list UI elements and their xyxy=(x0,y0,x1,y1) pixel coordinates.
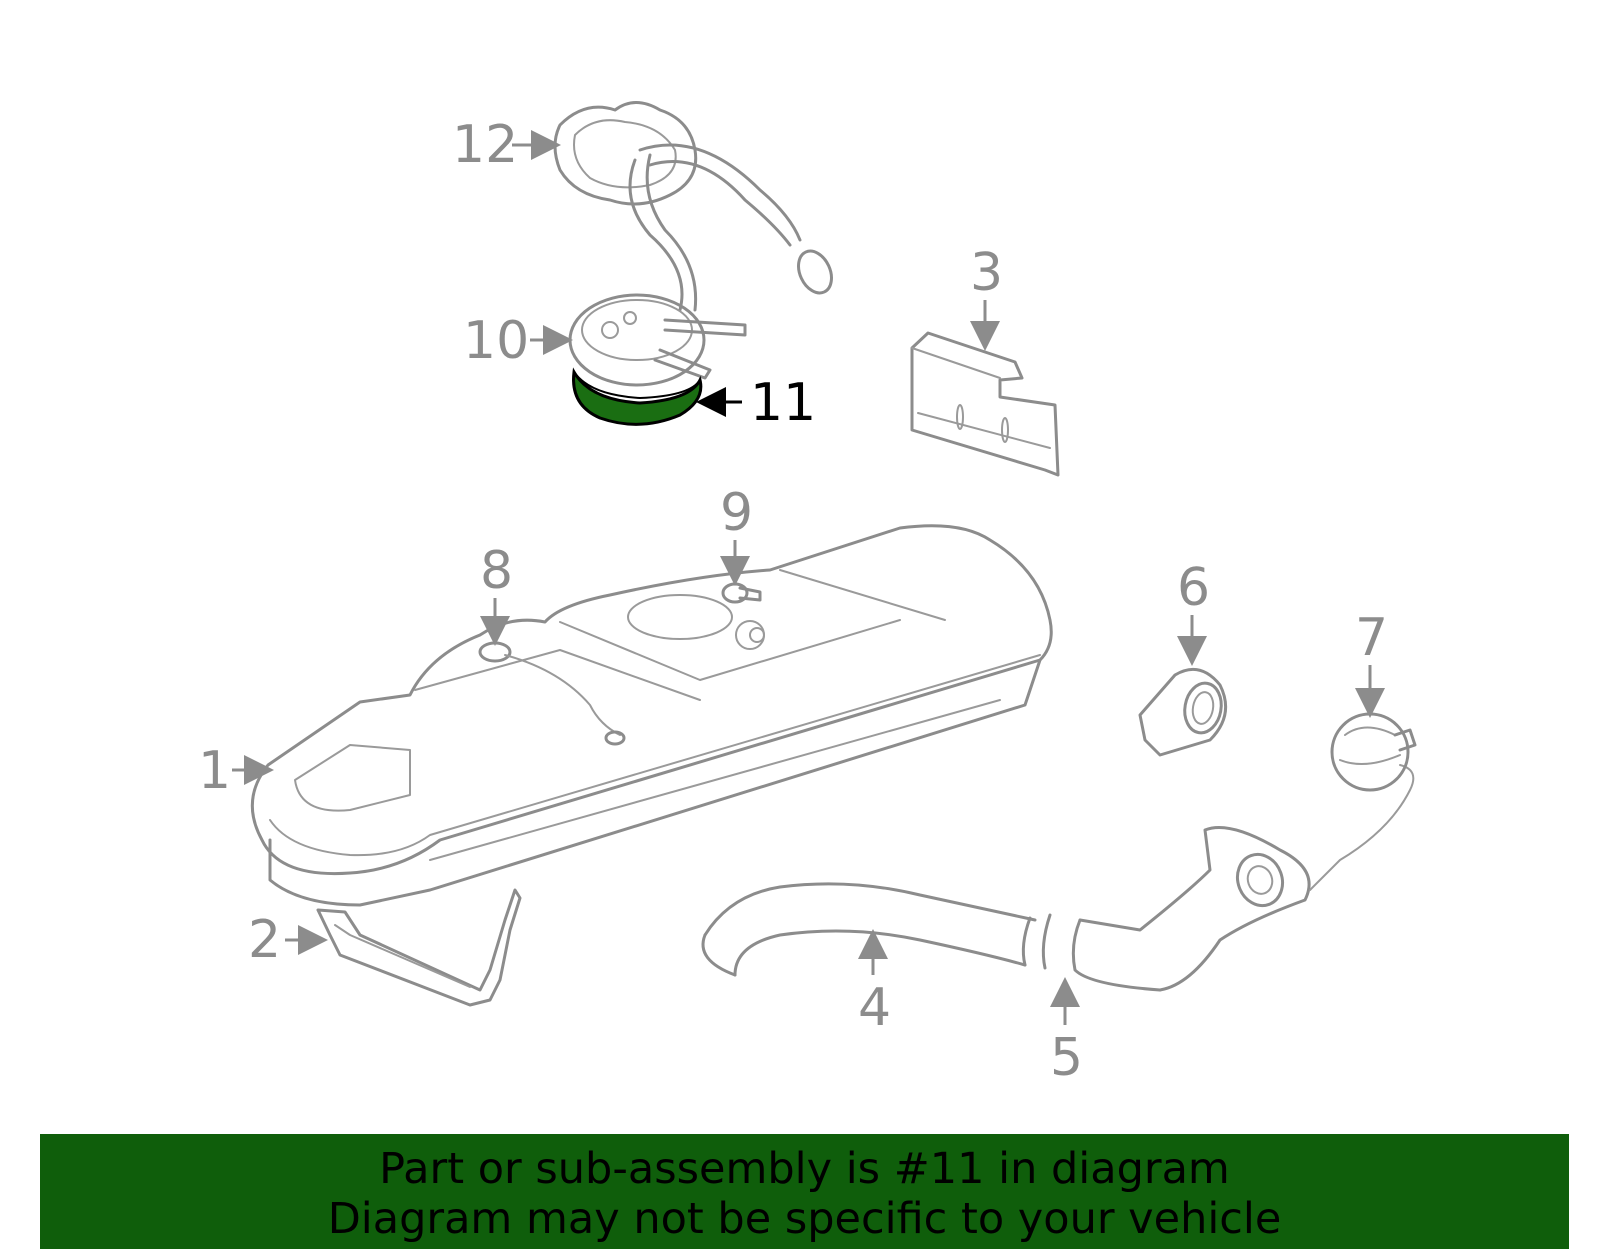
callout-6: 6 xyxy=(1177,558,1210,618)
part-12-lock-ring xyxy=(553,101,833,312)
callout-3: 3 xyxy=(970,243,1003,303)
callout-8: 8 xyxy=(480,541,513,601)
callout-9: 9 xyxy=(720,483,753,543)
part-2-strap xyxy=(316,888,522,1007)
part-4-filler-hose xyxy=(701,882,1037,977)
part-7-fuel-cap xyxy=(1330,712,1417,792)
part-3-heat-shield xyxy=(910,331,1060,477)
callout-4: 4 xyxy=(858,978,891,1038)
callout-1: 1 xyxy=(198,741,231,801)
part-9-fitting xyxy=(721,582,765,650)
part-8-fitting xyxy=(478,641,626,746)
callout-10: 10 xyxy=(463,311,529,371)
callout-2: 2 xyxy=(248,910,281,970)
banner-line-2: Diagram may not be specific to your vehi… xyxy=(327,1194,1282,1244)
part-10-fuel-pump xyxy=(568,293,747,387)
info-banner: Part or sub-assembly is #11 in diagram D… xyxy=(40,1134,1569,1249)
callout-7: 7 xyxy=(1355,608,1388,668)
callout-11: 11 xyxy=(750,373,816,433)
callout-12: 12 xyxy=(452,115,518,175)
part-5-clamp xyxy=(1021,764,1415,992)
banner-line-1: Part or sub-assembly is #11 in diagram xyxy=(379,1144,1230,1194)
part-11-highlighted xyxy=(572,367,703,426)
callout-5: 5 xyxy=(1050,1028,1083,1088)
part-6-housing xyxy=(1138,667,1228,757)
part-1-fuel-tank xyxy=(250,524,1053,907)
